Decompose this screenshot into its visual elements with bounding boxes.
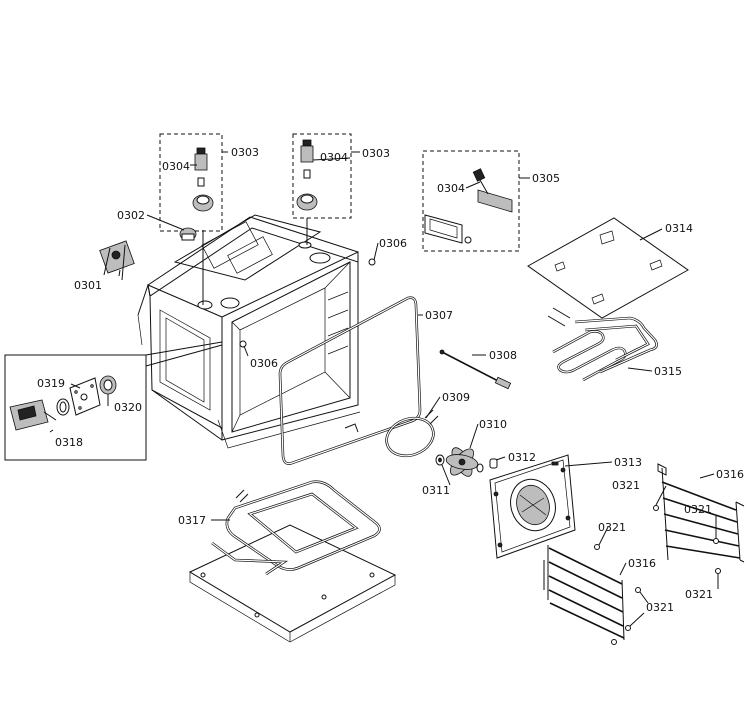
thermostat-0301 <box>99 240 135 281</box>
label-0304-top-right: 0304 <box>437 182 465 195</box>
plug-0302 <box>179 227 197 241</box>
label-0303-right: 0303 <box>362 147 390 160</box>
light-cover-assembly <box>424 168 513 244</box>
rack-guide-right-0316 <box>657 463 745 563</box>
convection-element-0309 <box>385 409 439 458</box>
label-0309: 0309 <box>442 391 470 404</box>
label-0317: 0317 <box>178 514 206 527</box>
label-0321-e: 0321 <box>646 601 674 614</box>
label-0304-left: 0304 <box>162 160 190 173</box>
part-labels: 0301 0302 0303 0303 0304 0304 0304 0305 … <box>37 146 744 614</box>
label-0310: 0310 <box>479 418 507 431</box>
label-0305: 0305 <box>532 172 560 185</box>
label-0318: 0318 <box>55 436 83 449</box>
lamp-socket-left <box>192 147 214 212</box>
label-0304-right: 0304 <box>320 151 348 164</box>
label-0321-b: 0321 <box>684 503 712 516</box>
lamp-assembly-box-left <box>159 133 223 232</box>
label-0316-right: 0316 <box>716 468 744 481</box>
label-0321-a: 0321 <box>612 479 640 492</box>
temperature-sensor-0308 <box>439 349 512 390</box>
label-0307: 0307 <box>425 309 453 322</box>
label-0321-d: 0321 <box>598 521 626 534</box>
label-0312: 0312 <box>508 451 536 464</box>
oven-cavity-housing <box>137 214 376 449</box>
bake-element-0317 <box>211 480 381 576</box>
label-0306-top: 0306 <box>379 237 407 250</box>
label-0321-c: 0321 <box>685 588 713 601</box>
door-gasket-0307 <box>278 296 422 465</box>
label-0320: 0320 <box>114 401 142 414</box>
label-0316-left: 0316 <box>628 557 656 570</box>
fan-cover-0313 <box>489 454 576 559</box>
lamp-assembly-box-right <box>292 133 352 219</box>
label-0301: 0301 <box>74 279 102 292</box>
bottom-panel <box>188 524 397 643</box>
lamp-socket-right <box>296 139 318 211</box>
washer-0311 <box>435 454 445 466</box>
label-0303-left: 0303 <box>231 146 259 159</box>
detail-inset-box <box>4 341 223 461</box>
broil-element-0315 <box>547 307 658 382</box>
label-0313: 0313 <box>614 456 642 469</box>
label-0306-front: 0306 <box>250 357 278 370</box>
top-shield-0314 <box>527 217 689 319</box>
label-0319: 0319 <box>37 377 65 390</box>
leader-lines <box>49 151 719 627</box>
label-0302: 0302 <box>117 209 145 222</box>
rack-guide-left-0316 <box>543 545 625 641</box>
label-0308: 0308 <box>489 349 517 362</box>
screw-icons-0321 <box>594 505 721 645</box>
fan-blade-0310 <box>445 447 479 477</box>
nut-0312 <box>476 458 498 473</box>
label-0315: 0315 <box>654 365 682 378</box>
label-0314: 0314 <box>665 222 693 235</box>
label-0311: 0311 <box>422 484 450 497</box>
